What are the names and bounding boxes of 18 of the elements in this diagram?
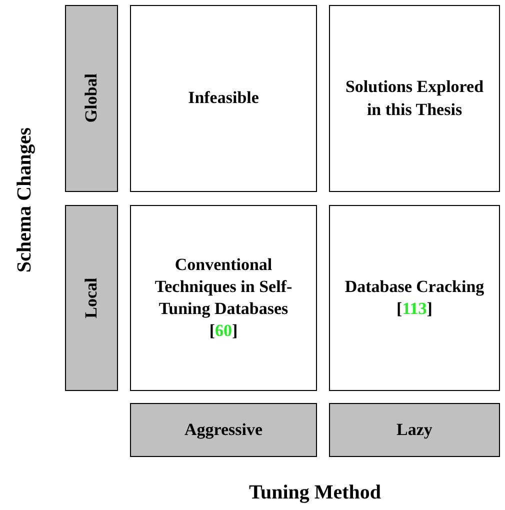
axis-title: Schema Changes [14,128,36,272]
cell-text: Global [80,72,102,126]
axis-title: Tuning Method [248,482,382,504]
matrix-cell [130,205,317,391]
header-tab [329,403,500,457]
cell-text: Aggressive [183,418,264,441]
cell-text: Conventional Techniques in Self-Tuning Databases [60] [154,254,294,342]
header-tab [65,205,118,391]
cell-text: Lazy [396,418,434,441]
header-tab [65,5,118,192]
cell-text: Solutions Explored in this Thesis [344,76,485,120]
cell-text: Infeasible [187,87,260,110]
cell-text: Database Cracking [113] [344,276,486,320]
matrix-cell [329,205,500,391]
matrix-cell [130,5,317,192]
header-tab [130,403,317,457]
matrix-cell [329,5,500,192]
cell-text: Local [80,276,102,320]
